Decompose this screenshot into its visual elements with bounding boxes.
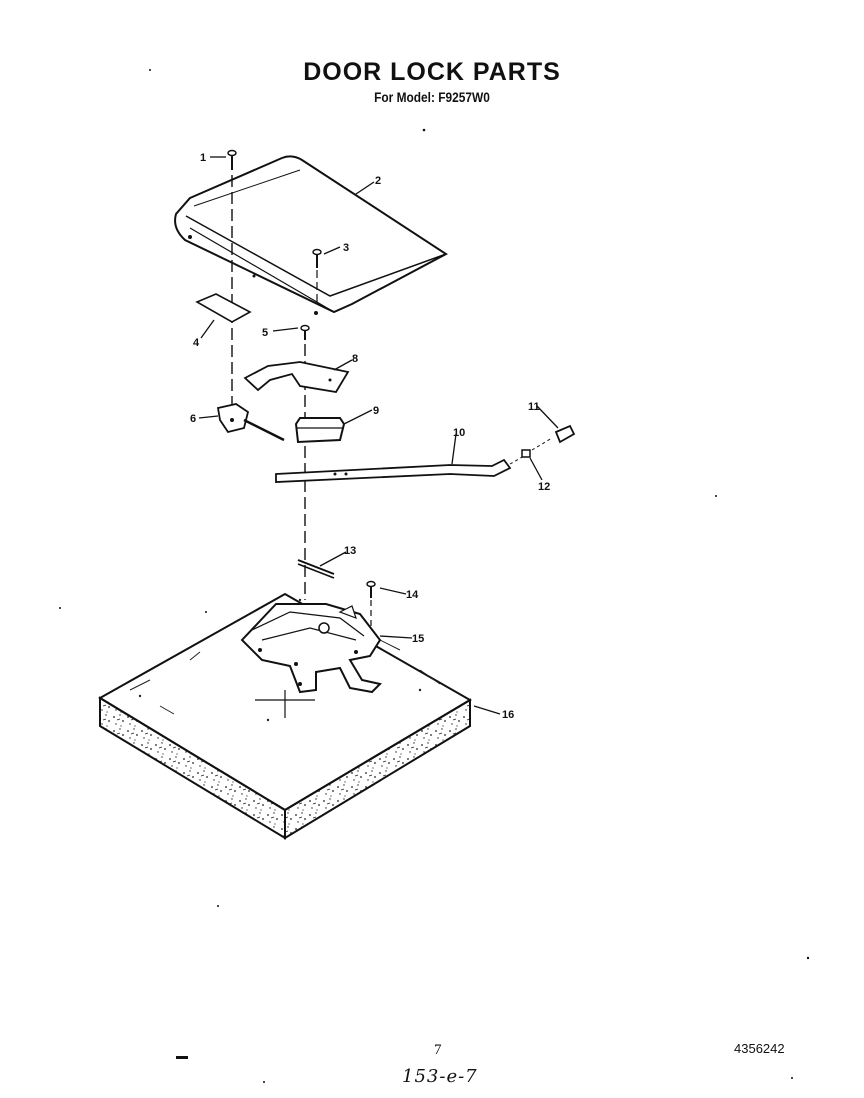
document-number: 4356242 xyxy=(734,1041,785,1056)
lock-rod xyxy=(297,559,335,579)
callout-16: 16 xyxy=(502,709,514,721)
handwritten-note: 153-e-7 xyxy=(402,1066,478,1087)
page-number: 7 xyxy=(434,1042,442,1058)
scan-specks xyxy=(59,69,810,1083)
callout-4: 4 xyxy=(193,337,200,349)
callout-15: 15 xyxy=(412,633,424,645)
lock-bracket xyxy=(243,361,350,393)
screw-1 xyxy=(227,149,237,170)
callout-13: 13 xyxy=(344,545,356,557)
screw-3 xyxy=(312,248,322,306)
callout-9: 9 xyxy=(373,405,379,417)
callout-5: 5 xyxy=(262,327,268,339)
screw-14 xyxy=(366,580,376,626)
callout-1: 1 xyxy=(200,152,206,164)
insulator-plate xyxy=(195,293,252,323)
latch-assembly xyxy=(240,603,382,694)
insulation-block xyxy=(98,592,472,840)
lock-block xyxy=(294,417,346,444)
page-title: DOOR LOCK PARTS xyxy=(303,58,561,86)
model-subtitle: For Model: F9257W0 xyxy=(374,89,490,105)
callout-14: 14 xyxy=(406,589,419,601)
callout-12: 12 xyxy=(538,481,550,493)
callout-11: 11 xyxy=(528,401,540,413)
callout-leaders xyxy=(198,156,559,715)
lock-switch xyxy=(216,403,285,442)
lever-knob xyxy=(554,424,576,444)
callout-6: 6 xyxy=(190,413,196,425)
lock-lever xyxy=(275,458,512,483)
callout-10: 10 xyxy=(453,427,465,439)
screw-5 xyxy=(300,324,310,340)
callout-8: 8 xyxy=(352,353,358,365)
cover-plate xyxy=(174,155,448,315)
callout-2: 2 xyxy=(375,175,381,187)
callout-3: 3 xyxy=(343,242,349,254)
lever-pin xyxy=(521,449,531,458)
callout-labels: 1 2 3 4 5 8 6 9 10 11 12 13 14 15 16 xyxy=(190,152,550,721)
